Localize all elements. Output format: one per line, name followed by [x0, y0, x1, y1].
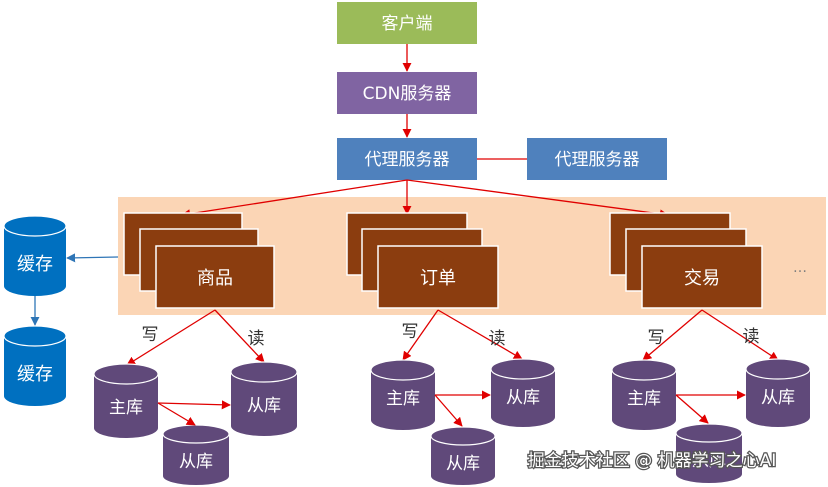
goods-slave-db-2: 从库: [162, 424, 230, 485]
cdn-node: CDN服务器: [337, 72, 477, 114]
goods-write-label: 写: [142, 325, 159, 345]
arrow-trade-write: [642, 309, 703, 361]
cache-node-1: 缓存: [3, 215, 67, 296]
cache-label-2: 缓存: [17, 364, 53, 385]
client-node: 客户端: [337, 2, 477, 44]
cache-node-2: 缓存: [3, 325, 67, 406]
goods-db-group: 写 读 主库 从库 从库: [93, 309, 298, 485]
trade-db-group: 写 读 主库 从库 从库: [611, 309, 811, 483]
trade-master-db: 主库: [611, 359, 677, 430]
arrow-goods-read: [214, 309, 265, 363]
service-goods-label: 商品: [197, 268, 233, 289]
cdn-label: CDN服务器: [363, 84, 452, 104]
arrow-goods-write: [126, 309, 216, 366]
orders-master-db: 主库: [370, 359, 436, 430]
orders-write-label: 写: [402, 322, 419, 342]
arrow-trade-read: [701, 309, 779, 361]
proxy-backup-node: 代理服务器: [527, 138, 667, 180]
orders-slave-db-2: 从库: [430, 426, 496, 485]
trade-slave-label-1: 从库: [761, 388, 795, 408]
goods-slave-label-2: 从库: [179, 452, 213, 472]
cache-label-1: 缓存: [17, 254, 53, 275]
orders-read-label: 读: [489, 329, 506, 349]
service-trade-label: 交易: [684, 268, 720, 289]
orders-slave-label-1: 从库: [506, 388, 540, 408]
arrow-proxy-goods: [181, 179, 408, 219]
trade-slave-label-2: 从库: [692, 451, 726, 471]
arrow-service-cache: [66, 253, 119, 263]
service-orders-label: 订单: [420, 268, 456, 289]
arrow-trade-sync-2: [675, 394, 709, 424]
proxy-backup-label: 代理服务器: [555, 150, 640, 170]
watermark-text: 掘金技术社区 @ 机器学习之心AI: [528, 451, 776, 471]
trade-slave-db-2: 从库: [675, 423, 743, 483]
client-label: 客户端: [382, 14, 433, 34]
more-services-ellipsis: …: [793, 260, 807, 276]
arrow-goods-sync-1: [157, 400, 231, 410]
trade-master-label: 主库: [627, 389, 661, 409]
arrow-goods-sync-2: [157, 402, 196, 426]
arrow-orders-write: [402, 309, 439, 361]
service-orders: 订单: [346, 212, 499, 309]
goods-slave-db-1: 从库: [230, 361, 298, 436]
goods-master-db: 主库: [93, 363, 159, 438]
orders-db-group: 写 读 主库 从库 从库: [370, 309, 556, 485]
trade-write-label: 写: [648, 328, 665, 348]
service-trade: 交易: [609, 212, 763, 309]
proxy-main-label: 代理服务器: [365, 150, 450, 170]
goods-read-label: 读: [248, 329, 265, 349]
service-goods: 商品: [123, 212, 275, 309]
orders-slave-label-2: 从库: [446, 454, 480, 474]
goods-slave-label-1: 从库: [247, 396, 281, 416]
arrow-orders-read: [437, 309, 523, 360]
arrow-proxy-trade: [406, 179, 669, 219]
orders-master-label: 主库: [386, 389, 420, 409]
arrow-orders-sync-2: [434, 394, 463, 427]
trade-slave-db-1: 从库: [745, 358, 811, 427]
trade-read-label: 读: [743, 327, 760, 347]
orders-slave-db-1: 从库: [490, 358, 556, 427]
goods-master-label: 主库: [109, 398, 143, 418]
proxy-main-node: 代理服务器: [337, 138, 477, 180]
